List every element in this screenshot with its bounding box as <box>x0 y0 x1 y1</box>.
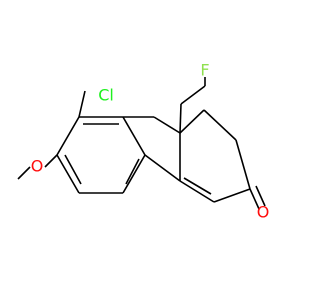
bond-c4-chlorine <box>78 90 86 118</box>
bond-c2-c3 <box>122 116 146 156</box>
bond-c9a-ch2a <box>179 109 205 134</box>
molecule-structure: F Cl O O <box>17 61 270 222</box>
bond-ch-c4a <box>179 180 215 203</box>
bond-ch2-c9a <box>153 116 181 134</box>
chlorine-atom-label: Cl <box>98 86 114 105</box>
bond-carbonyl-ch <box>213 188 251 203</box>
bond-c5-c6 <box>56 154 80 194</box>
ketone-oxygen-label: O <box>257 203 270 222</box>
bond-c1-c2 <box>122 154 146 194</box>
bond-ethyl-c1-c2 <box>180 85 206 105</box>
bond-ch2a-ch2b <box>203 109 237 141</box>
methoxy-oxygen-label: O <box>31 157 44 176</box>
bond-c4-c5 <box>56 116 80 156</box>
bond-carbonyl-oxygen-b <box>255 185 266 207</box>
aromatic-double-c1-c2 <box>125 158 140 185</box>
bond-oxygen-methyl <box>17 166 31 180</box>
molecule-canvas: F Cl O O <box>17 60 270 222</box>
fluorine-atom-label: F <box>200 61 209 80</box>
bond-ch2b-carbonyl <box>235 139 251 190</box>
bond-c9a-ethyl-c1 <box>179 103 182 134</box>
bond-carbonyl-oxygen-a <box>249 188 260 210</box>
double-bond-ch-c4a <box>183 177 212 195</box>
aromatic-double-c5-c6 <box>64 154 82 185</box>
bond-c5-oxygen <box>44 154 58 168</box>
bond-c4a-c2 <box>144 154 181 182</box>
